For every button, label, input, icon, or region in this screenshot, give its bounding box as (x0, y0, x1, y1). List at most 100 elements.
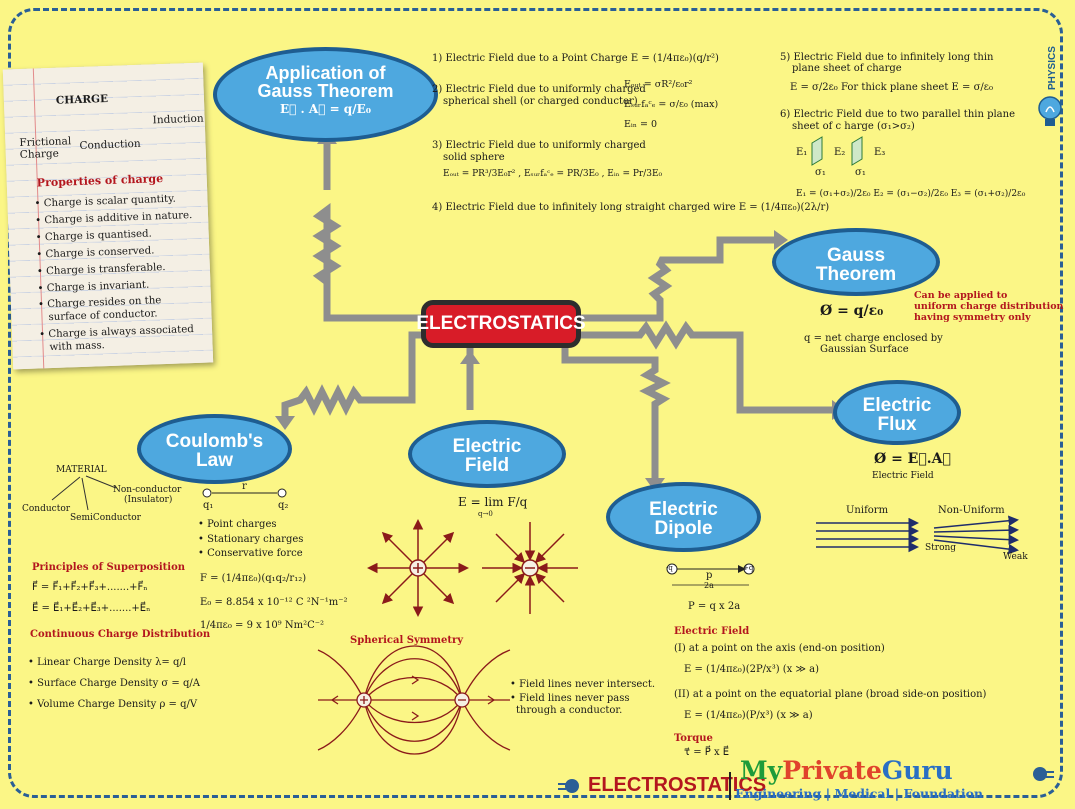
flux-strong-label: Strong (925, 543, 957, 553)
continuous-title: Continuous Charge Distribution (30, 629, 211, 640)
negative-charge-field (482, 522, 578, 614)
wire-gauss-theorem (578, 236, 778, 322)
coulomb-r: r (242, 481, 247, 492)
brand-guru: Guru (881, 756, 953, 785)
node-title-line1: Electric (862, 395, 932, 416)
gauss-formula: Ø = q/ε₀ (820, 303, 884, 319)
field-fact: • Field lines never intersect. (510, 679, 656, 690)
wire-electric-dipole (561, 345, 671, 480)
gauss-flux-formula: E⃗ . A⃗ = q/E₀ (280, 102, 371, 116)
node-title-line2: Gauss Theorem (257, 81, 394, 101)
property-item: • Charge is additive in nature. (34, 210, 193, 227)
uniform-flux-lines (816, 517, 919, 553)
coulomb-epsilon: E₀ = 8.854 x 10⁻¹² C ²N⁻¹m⁻² (200, 597, 348, 608)
material-conductor: Conductor (22, 504, 71, 514)
property-item: surface of conductor. (48, 308, 158, 324)
dipole-moment: P = q x 2a (688, 601, 741, 612)
field-limit-sub: q→0 (478, 510, 493, 518)
sheet-label-sigma2: σ₁ (855, 167, 866, 178)
dipole-axis: (I) at a point on the axis (end-on posit… (674, 643, 885, 654)
central-topic-electrostatics[interactable]: ELECTROSTATICS (416, 300, 586, 348)
field-fact: through a conductor. (516, 705, 623, 716)
gauss-app-5-formula: E = σ/2ε₀ For thick plane sheet E = σ/ε₀ (790, 82, 993, 93)
plug-icon (558, 767, 1054, 793)
gauss-app-2-in: Eᵢₙ = 0 (624, 119, 657, 130)
dipole-axis-formula: E = (1/4πε₀)(2P/x³) (x ≫ a) (684, 664, 820, 675)
sheet-label-e2: E₂ (834, 147, 846, 158)
coulomb-q2: q₂ (278, 500, 289, 511)
flux-formula: Ø = E⃗.A⃗ (874, 451, 951, 467)
property-item: • Charge is invariant. (37, 279, 150, 295)
superposition-title: Principles of Superposition (32, 562, 186, 573)
property-item: • Charge is quantised. (35, 228, 153, 244)
flux-field-label: Electric Field (872, 471, 934, 481)
node-title-line1: Electric (452, 436, 522, 457)
non-uniform-flux-lines (933, 515, 1019, 555)
field-fact: • Field lines never pass (510, 693, 630, 704)
node-electric-field[interactable]: Electric Field (408, 420, 566, 488)
material-non-conductor: Non-conductor (113, 485, 182, 495)
gauss-app-5: 5) Electric Field due to infinitely long… (780, 52, 994, 63)
branch-frictional: Frictional Charge (19, 135, 72, 162)
sheet-label-e3: E₃ (874, 147, 886, 158)
brand-private: Private (782, 756, 882, 785)
dipole-p: p (706, 570, 713, 581)
node-electric-dipole[interactable]: Electric Dipole (606, 482, 761, 552)
gauss-app-6: 6) Electric Field due to two parallel th… (780, 109, 1015, 120)
charge-heading: CHARGE (55, 92, 109, 107)
gauss-app-4: 4) Electric Field due to infinitely long… (432, 202, 830, 213)
sheet-label-e1: E₁ (796, 147, 808, 158)
properties-title: Properties of charge (36, 172, 164, 190)
dashed-border (8, 8, 1063, 798)
dipole-equator-formula: E = (1/4πε₀)(P/x³) (x ≫ a) (684, 710, 813, 721)
gauss-app-2: 2) Electric Field due to uniformly charg… (432, 84, 646, 95)
coulomb-k: 1/4πε₀ = 9 x 10⁹ Nm²C⁻² (200, 620, 325, 631)
gauss-app-2-out: Eₒᵤₜ = σR²/ε₀r² (624, 79, 693, 90)
gauss-app-3-formula: Eₒᵤₜ = PR³/3E₀r² , Eₛᵤᵣfₐᶜₑ = PR/3E₀ , E… (443, 169, 663, 179)
branch-conduction: Conduction (79, 137, 141, 152)
node-title-line1: Coulomb's (165, 431, 264, 452)
property-item: • Charge is scalar quantity. (34, 193, 176, 210)
dipole-neg: -q (666, 564, 673, 572)
material-semiconductor: SemiConductor (70, 513, 141, 523)
node-electric-flux[interactable]: Electric Flux (833, 380, 961, 445)
node-application-of-gauss-theorem[interactable]: Application of Gauss Theorem E⃗ . A⃗ = q… (213, 47, 438, 142)
footer-title: ELECTROSTATICS (588, 774, 767, 796)
sheet-label-sigma1: σ₁ (815, 167, 826, 178)
gauss-app-3: 3) Electric Field due to uniformly charg… (432, 140, 646, 151)
node-title-line2: Flux (877, 414, 917, 435)
dipole-equator: (II) at a point on the equatorial plane … (674, 689, 987, 700)
coulomb-charges-diagram (202, 488, 287, 498)
branch-induction: Induction (152, 112, 204, 127)
brand-my: My (740, 756, 783, 785)
coulomb-fact: • Point charges (198, 519, 277, 530)
property-item: • Charge is conserved. (36, 245, 155, 261)
flux-uniform-label: Uniform (846, 505, 889, 516)
gauss-applicability: Can be applied to (914, 290, 1008, 301)
coulomb-fact: • Stationary charges (198, 534, 304, 545)
gauss-note-line: q = net charge enclosed by (804, 333, 943, 344)
wire-electric-flux (578, 320, 836, 414)
material-insulator: (Insulator) (124, 495, 173, 505)
gauss-app-2-surf: Eₛᵤᵣfₐᶜₑ = σ/ε₀ (max) (624, 99, 719, 110)
gauss-app-2b: spherical shell (or charged conductor) (443, 96, 638, 107)
dipole-field-title: Electric Field (674, 626, 750, 637)
node-title-line1: Application of (265, 63, 386, 83)
gauss-app-6b: sheet of c harge (σ₁>σ₂) (792, 121, 915, 132)
gauss-note-line: Gaussian Surface (820, 344, 909, 355)
field-limit-formula: E = lim F/q (458, 495, 528, 509)
continuous-item: • Surface Charge Density σ = q/A (28, 678, 200, 689)
brand-tagline: Engineering | Medical | Foundation (735, 786, 983, 801)
node-title-line2: Law (196, 450, 233, 471)
flux-weak-label: Weak (1003, 552, 1028, 562)
material-heading: MATERIAL (56, 465, 107, 475)
gauss-applicability: having symmetry only (914, 312, 1031, 323)
node-gauss-theorem[interactable]: Gauss Theorem (772, 228, 940, 296)
node-coulombs-law[interactable]: Coulomb's Law (137, 414, 292, 484)
flux-non-uniform-label: Non-Uniform (938, 505, 1005, 516)
dipole-diagram (666, 563, 755, 586)
torque-formula: τ⃗ = P⃗ x E⃗ (684, 747, 730, 758)
spherical-symmetry-label: Spherical Symmetry (350, 635, 464, 646)
continuous-item: • Linear Charge Density λ= q/l (28, 657, 186, 668)
